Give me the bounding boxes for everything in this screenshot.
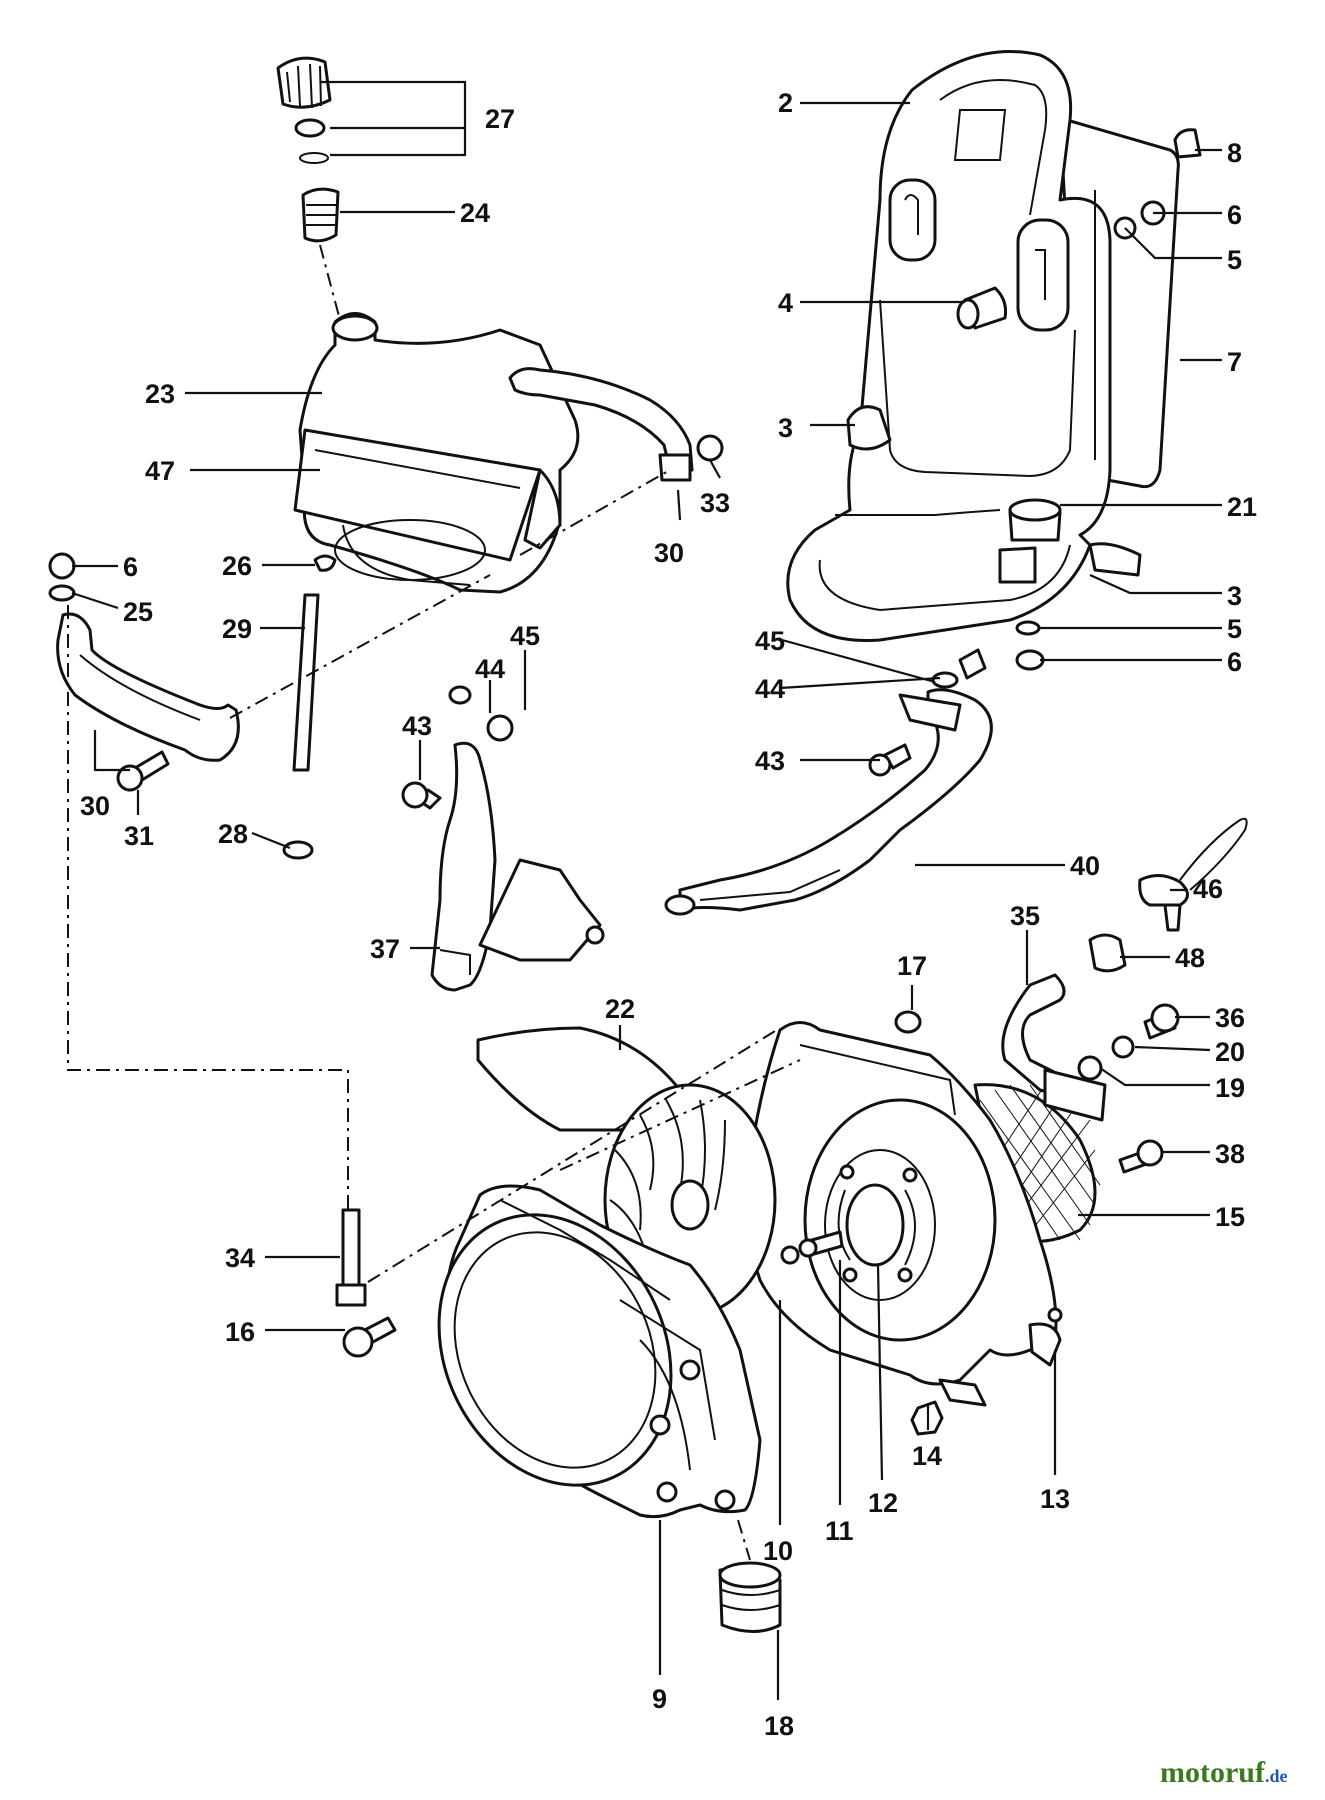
callout-11: 11 bbox=[825, 1516, 854, 1546]
callout-48: 48 bbox=[1175, 943, 1205, 973]
callout-15: 15 bbox=[1215, 1202, 1245, 1232]
callout-47: 47 bbox=[145, 456, 175, 486]
callout-36: 36 bbox=[1215, 1003, 1245, 1033]
callout-9: 9 bbox=[652, 1684, 667, 1714]
callout-26: 26 bbox=[222, 551, 252, 581]
callout-29: 29 bbox=[222, 614, 252, 644]
callout-21: 21 bbox=[1227, 492, 1257, 522]
watermark: motoruf.de bbox=[1160, 1756, 1287, 1789]
callout-23: 23 bbox=[145, 379, 175, 409]
callout-8: 8 bbox=[1227, 138, 1242, 168]
callout-7: 7 bbox=[1227, 347, 1242, 377]
callout-5: 5 bbox=[1227, 245, 1242, 275]
fuel-tank-group bbox=[48, 56, 724, 860]
callout-6: 6 bbox=[1227, 647, 1242, 677]
callout-45: 45 bbox=[510, 621, 540, 651]
callout-12: 12 bbox=[868, 1488, 898, 1518]
callout-17: 17 bbox=[897, 951, 927, 981]
callout-6: 6 bbox=[1227, 200, 1242, 230]
callout-30: 30 bbox=[654, 538, 684, 568]
watermark-suffix: .de bbox=[1265, 1766, 1288, 1786]
callout-43: 43 bbox=[402, 711, 432, 741]
callout-37: 37 bbox=[370, 934, 400, 964]
callout-4: 4 bbox=[778, 288, 793, 318]
callout-19: 19 bbox=[1215, 1073, 1245, 1103]
callout-35: 35 bbox=[1010, 901, 1040, 931]
callout-14: 14 bbox=[912, 1441, 942, 1471]
callout-40: 40 bbox=[1070, 851, 1100, 881]
callout-45: 45 bbox=[755, 626, 785, 656]
backpack-frame bbox=[786, 50, 1202, 671]
callout-20: 20 bbox=[1215, 1037, 1245, 1067]
item-22-pad bbox=[476, 1026, 692, 1132]
callout-33: 33 bbox=[700, 488, 730, 518]
shoulder-straps bbox=[401, 648, 993, 992]
callout-3: 3 bbox=[778, 413, 793, 443]
callout-24: 24 bbox=[460, 198, 490, 228]
callout-5: 5 bbox=[1227, 614, 1242, 644]
callout-44: 44 bbox=[755, 674, 785, 704]
callout-28: 28 bbox=[218, 819, 248, 849]
callout-22: 22 bbox=[605, 994, 635, 1024]
leader-lines bbox=[71, 80, 1222, 1700]
callout-3: 3 bbox=[1227, 581, 1242, 611]
callout-16: 16 bbox=[225, 1317, 255, 1347]
callout-38: 38 bbox=[1215, 1139, 1245, 1169]
callout-6: 6 bbox=[123, 552, 138, 582]
callout-34: 34 bbox=[225, 1243, 255, 1273]
callout-13: 13 bbox=[1040, 1484, 1070, 1514]
blower-housing-group bbox=[67, 605, 1248, 1633]
callout-10: 10 bbox=[763, 1536, 793, 1566]
callout-18: 18 bbox=[764, 1711, 794, 1741]
callout-46: 46 bbox=[1193, 874, 1223, 904]
callout-numbers: 2 8 6 5 4 7 3 21 3 5 6 27 24 23 47 33 30… bbox=[80, 88, 1257, 1741]
watermark-brand: motoruf bbox=[1160, 1756, 1266, 1789]
callout-25: 25 bbox=[123, 597, 153, 627]
callout-27: 27 bbox=[485, 104, 515, 134]
callout-44: 44 bbox=[475, 654, 505, 684]
callout-30: 30 bbox=[80, 791, 110, 821]
callout-31: 31 bbox=[124, 821, 154, 851]
callout-2: 2 bbox=[778, 88, 793, 118]
callout-43: 43 bbox=[755, 746, 785, 776]
